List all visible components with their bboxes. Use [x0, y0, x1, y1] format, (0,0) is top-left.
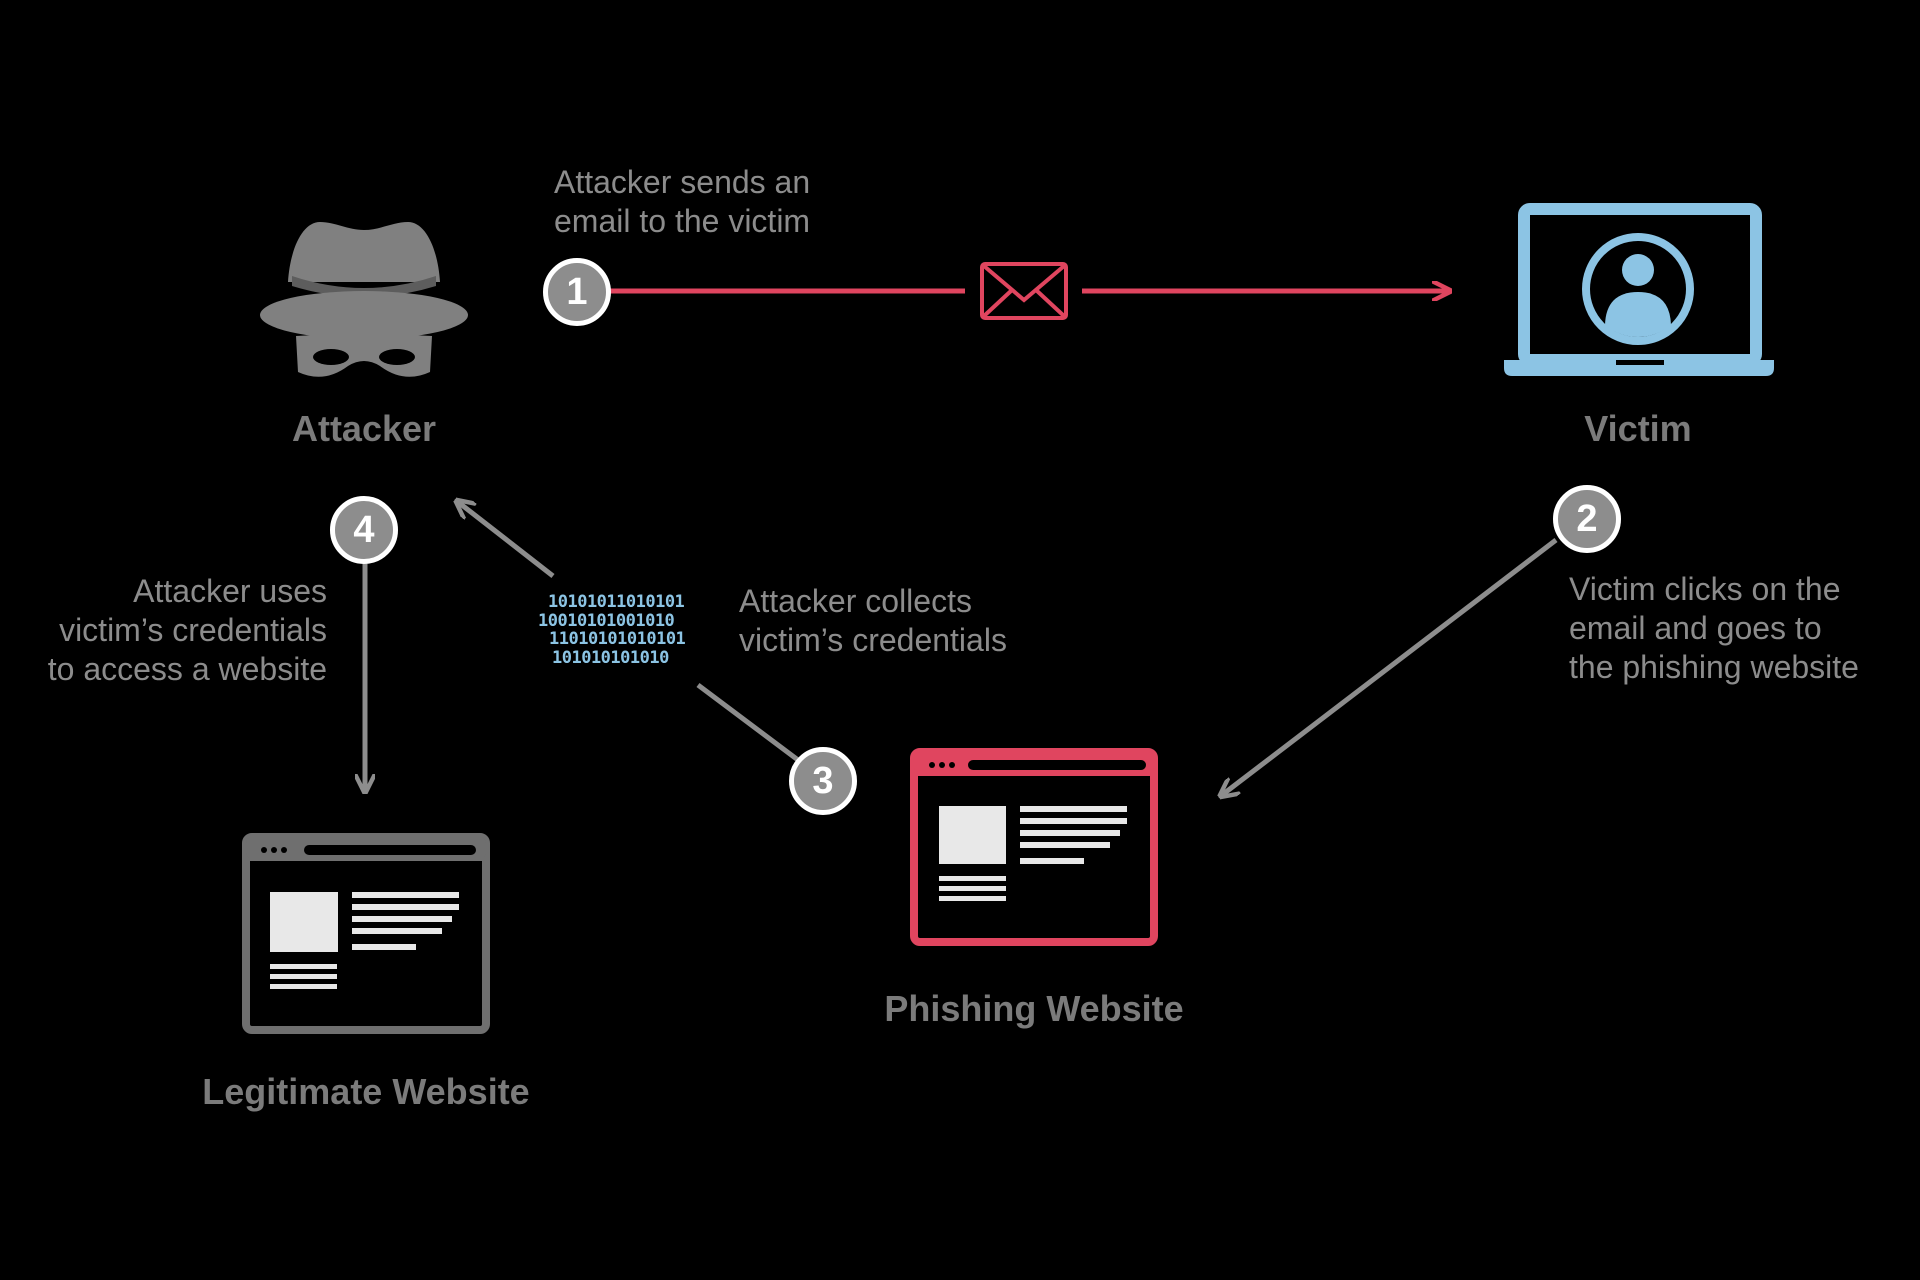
- step-1-badge: 1: [543, 258, 611, 326]
- click-flow-arrow: [1222, 538, 1558, 795]
- envelope-icon: [980, 262, 1068, 320]
- browser-window-icon: [242, 833, 490, 1034]
- legitimate-website-label: Legitimate Website: [202, 1071, 530, 1112]
- attacker-label: Attacker: [291, 408, 437, 449]
- binary-data-icon: 10101011010101 10010101001010 1101010101…: [538, 592, 686, 668]
- victim-label: Victim: [1584, 408, 1692, 449]
- step-3-badge: 3: [789, 747, 857, 815]
- phishing-website-label: Phishing Website: [884, 988, 1184, 1029]
- collect-flow-arrow: [458, 502, 555, 578]
- step-4-badge: 4: [330, 496, 398, 564]
- laptop-user-icon: [1504, 203, 1774, 376]
- collect-flow-line: [696, 683, 800, 762]
- spy-hat-mask-icon: [260, 222, 468, 377]
- browser-window-icon: [910, 748, 1158, 946]
- step-2-badge: 2: [1553, 485, 1621, 553]
